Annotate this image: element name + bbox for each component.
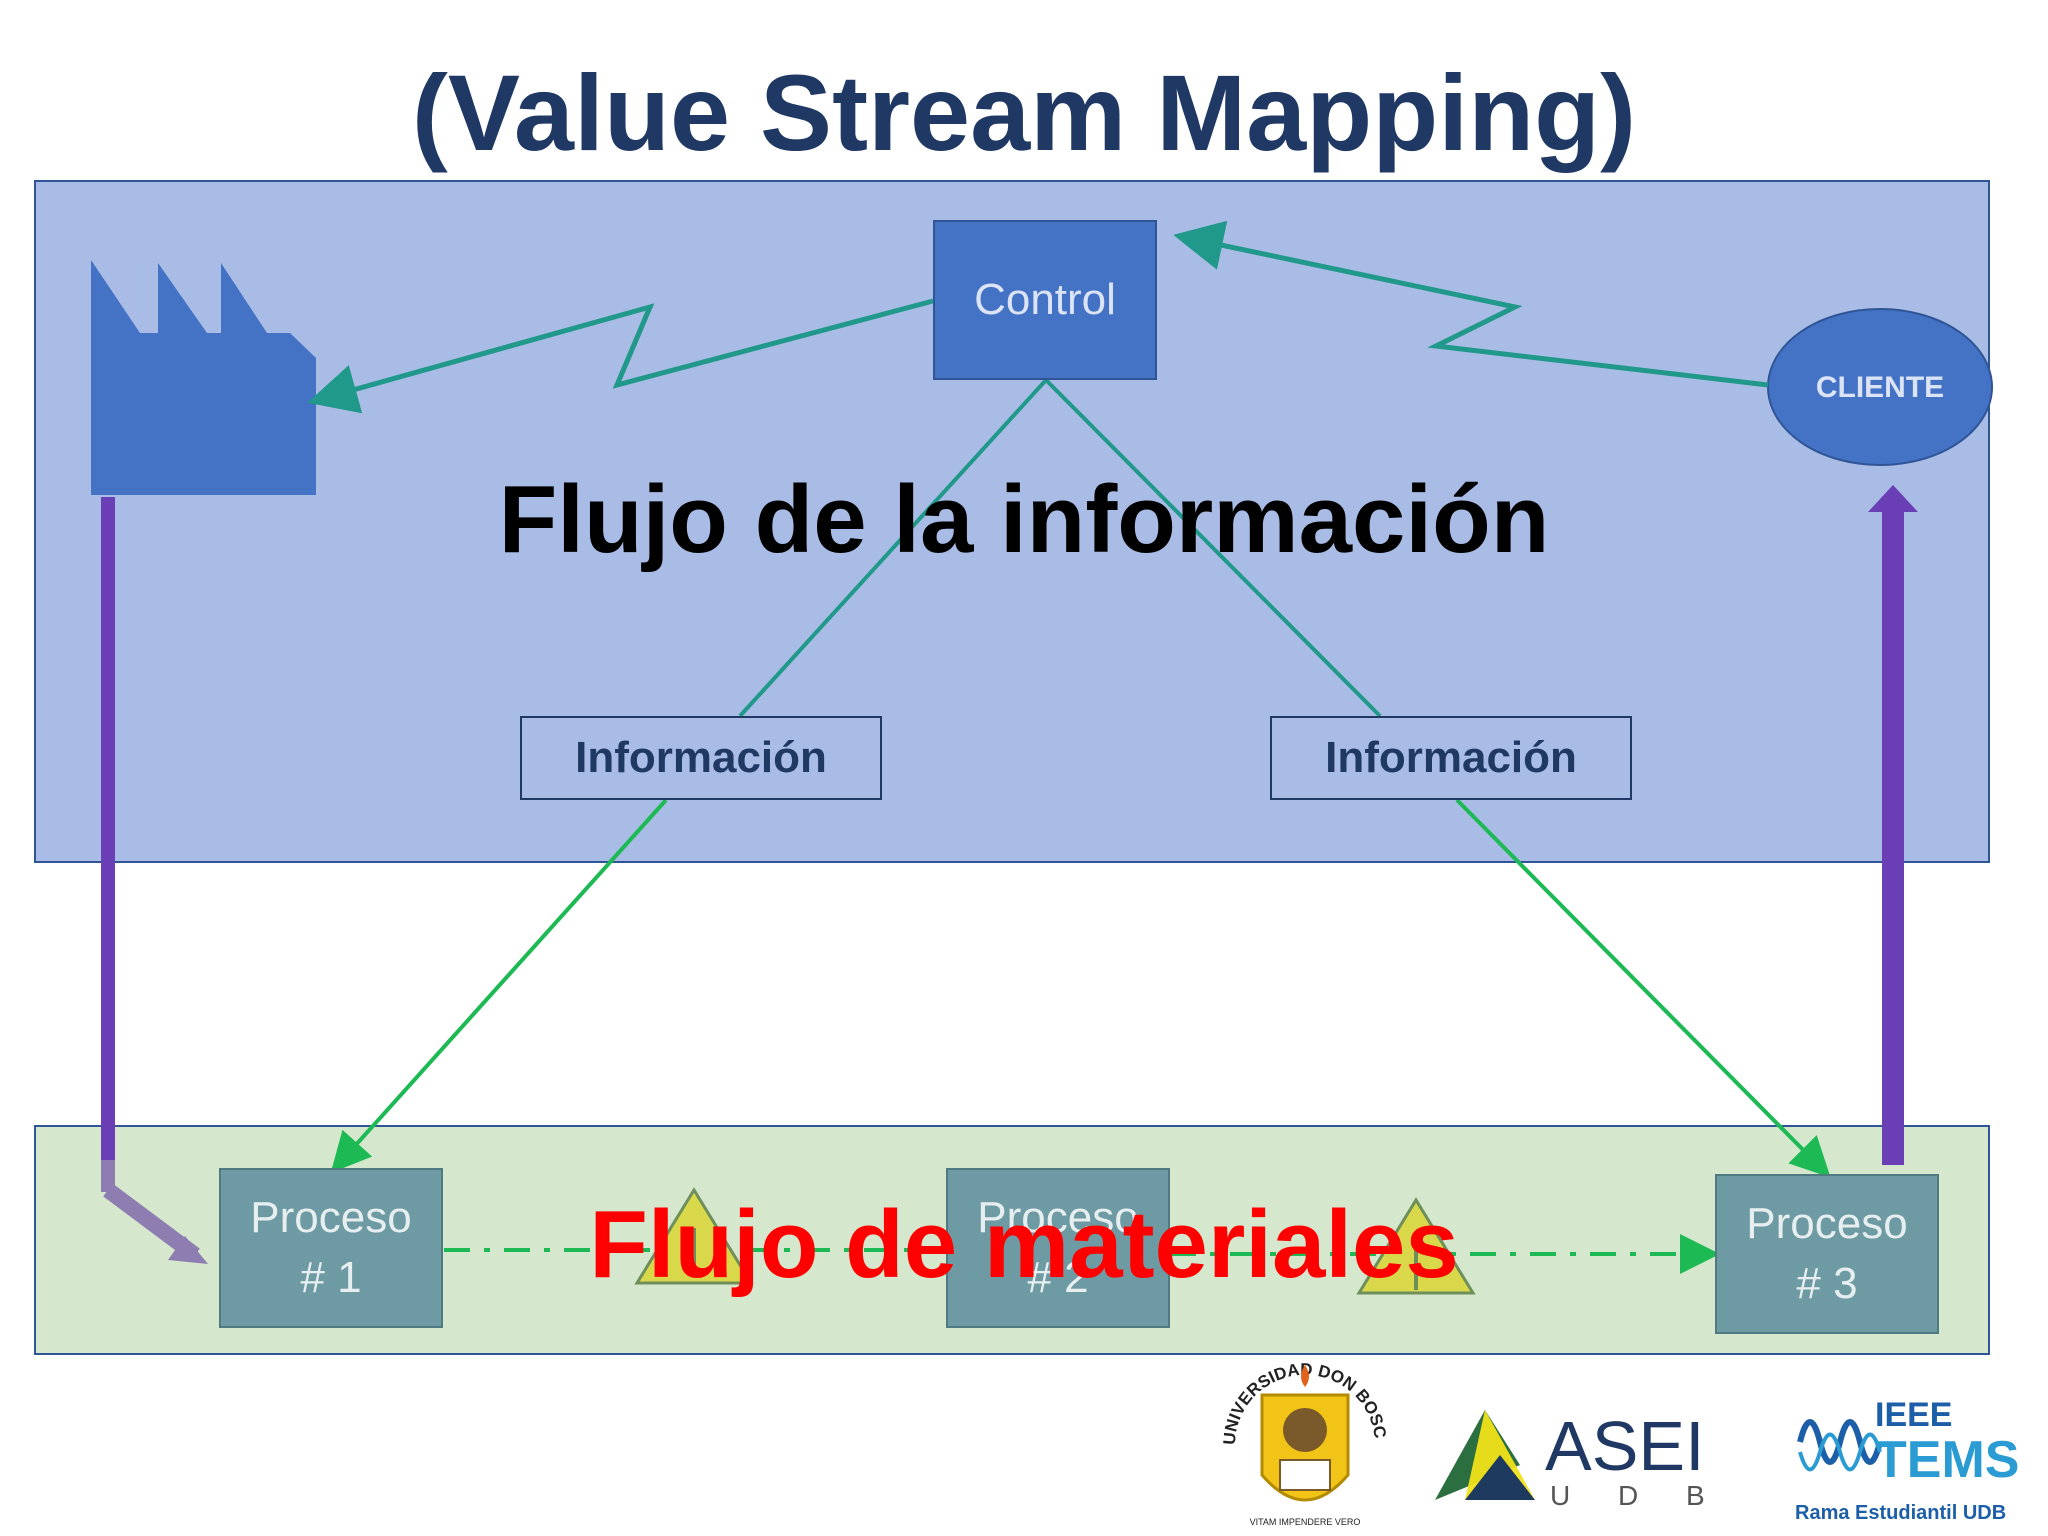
ieee-label: IEEE [1875, 1396, 1953, 1434]
process-number: # 2 [1027, 1253, 1089, 1302]
factory-icon [91, 260, 316, 495]
process-box-3: Proceso # 3 [1715, 1174, 1939, 1334]
electronic-info-arrow-from-customer [1173, 220, 1769, 388]
tems-label: TEMS [1875, 1431, 2020, 1489]
process-box-1: Proceso # 1 [219, 1168, 443, 1328]
supplier-shipment-arrow [101, 497, 208, 1264]
wave-icon [1797, 1419, 1883, 1472]
control-to-info-right-line [1044, 378, 1382, 718]
asei-subtext: U D B [1550, 1480, 1725, 1511]
cliente-label: CLIENTE [1815, 371, 1945, 404]
info-to-process-3-arrow [1455, 798, 1831, 1178]
process-box-2: Proceso # 2 [946, 1168, 1170, 1328]
inventory-triangle-icon [634, 1187, 754, 1285]
asei-text: ASEI [1545, 1407, 1705, 1485]
information-box-left: Información [520, 716, 882, 800]
rama-estudiantil-label: Rama Estudiantil UDB [1795, 1502, 2007, 1524]
information-flow-heading: Flujo de la información [498, 466, 1550, 573]
process-label: Proceso [250, 1193, 412, 1242]
cliente-ellipse [1767, 308, 1993, 466]
info-to-process-1-arrow [330, 798, 668, 1173]
udb-motto: VITAM IMPENDERE VERO [1250, 1517, 1361, 1527]
page-title: (Value Stream Mapping) [411, 52, 1637, 173]
process-label: Proceso [1746, 1199, 1908, 1248]
customer-shipment-arrow [1868, 485, 1918, 1165]
control-to-info-left-line [738, 378, 1048, 718]
production-control-box: Control [933, 220, 1157, 380]
material-flow-heading: Flujo de materiales [589, 1191, 1459, 1298]
process-number: # 3 [1796, 1259, 1858, 1308]
process-label: Proceso [977, 1193, 1139, 1242]
process-number: # 1 [300, 1253, 362, 1302]
electronic-info-arrow-to-supplier [307, 298, 934, 414]
ieee-tems-logo: IEEE TEMS Rama Estudiantil UDB [1795, 1392, 2025, 1532]
inventory-triangle-icon [1356, 1197, 1476, 1295]
asei-logo: ASEI U D B [1435, 1407, 1725, 1511]
information-box-right: Información [1270, 716, 1632, 800]
